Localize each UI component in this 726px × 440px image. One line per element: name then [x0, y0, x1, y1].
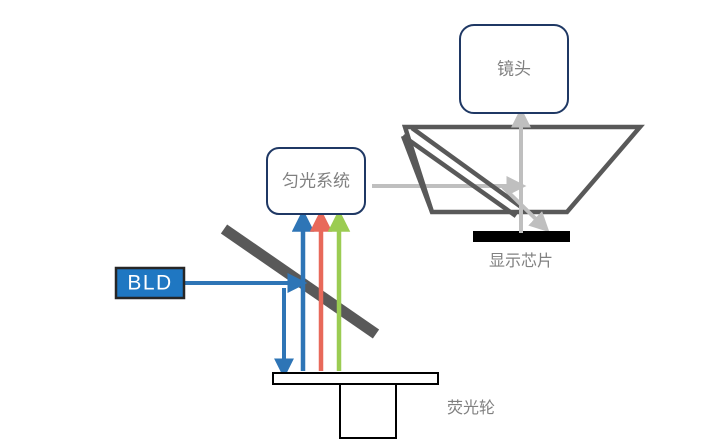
display-chip-bar: [473, 231, 570, 242]
integrator-label: 匀光系统: [282, 171, 350, 190]
lens-box[interactable]: [459, 24, 569, 114]
bld-source-box[interactable]: [114, 266, 186, 300]
phosphor-wheel-hub: [339, 383, 397, 439]
phosphor-wheel-plate: [272, 372, 439, 385]
lens-label: 镜头: [497, 59, 531, 78]
display-chip-label: 显示芯片: [489, 252, 553, 270]
integrator-node[interactable]: 匀光系统: [266, 147, 366, 215]
tir-prism-assembly: [400, 124, 645, 218]
lens-node[interactable]: 镜头: [459, 24, 569, 114]
bld-source-label: BLD: [127, 272, 172, 295]
prism-left-edge: [400, 135, 435, 213]
phosphor-wheel-label: 荧光轮: [447, 399, 495, 417]
prism-split-line-lower: [401, 134, 518, 218]
display-chip: 显示芯片: [473, 231, 570, 270]
integrator-box[interactable]: [266, 147, 366, 215]
prism-split-line-upper: [410, 126, 526, 211]
bld-source-node[interactable]: BLD: [114, 266, 186, 300]
phosphor-wheel: 荧光轮: [272, 372, 495, 439]
